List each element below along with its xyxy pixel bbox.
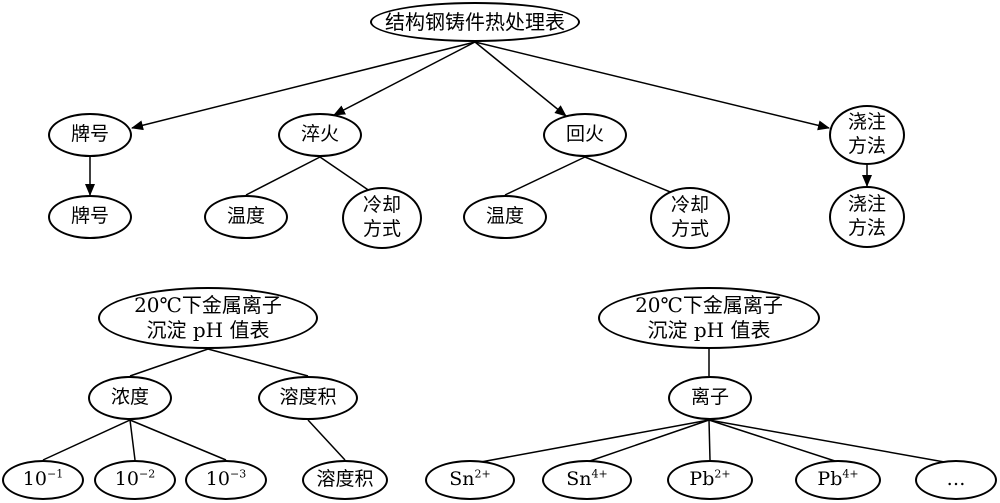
edge-root-paihao <box>131 41 476 131</box>
t1-huihuo-lengque-label-2: 方式 <box>670 218 709 240</box>
t2-rongduji-child-node: 溶度积 <box>302 460 388 500</box>
edge-t2-root-nongdu <box>129 348 209 377</box>
t3-pb2-charge: 2+ <box>714 467 731 481</box>
t1-cuihuo-node: 淬火 <box>278 113 362 157</box>
t1-cuihuo-wendu-label: 温度 <box>226 205 265 228</box>
t2-nongdu-node: 浓度 <box>88 376 172 420</box>
t3-sn2-charge: 2+ <box>474 467 491 481</box>
edge-nongdu-c3 <box>129 419 227 461</box>
t2-conc-1e-1-exp: −1 <box>46 467 64 481</box>
t3-root-node: 20℃下金属离子 沉淀 pH 值表 <box>598 287 820 349</box>
t3-sn2-node: Sn2+ <box>425 460 515 500</box>
t3-more-label: … <box>946 468 966 491</box>
t1-cuihuo-lengque-label-2: 方式 <box>362 218 401 240</box>
t1-paihao-label: 牌号 <box>70 123 109 146</box>
t2-conc-1e-2-node: 10−2 <box>94 460 176 500</box>
t1-paihao-child-node: 牌号 <box>48 195 132 239</box>
t1-jiaozhu-child-label-1: 浇注 <box>847 193 886 216</box>
edge-lizi-pb2 <box>708 419 711 461</box>
t3-pb4-charge: 4+ <box>842 467 859 481</box>
edge-lizi-sn2 <box>469 419 710 465</box>
edge-nongdu-c1 <box>42 419 131 461</box>
t2-nongdu-label: 浓度 <box>110 386 149 409</box>
edge-t2-root-rongduji <box>207 348 309 377</box>
t2-root-node: 20℃下金属离子 沉淀 pH 值表 <box>98 287 318 349</box>
t1-cuihuo-label: 淬火 <box>300 123 339 146</box>
t1-huihuo-label: 回火 <box>565 123 604 146</box>
edge-nongdu-c2 <box>129 419 136 461</box>
t3-pb4-node: Pb4+ <box>795 460 881 500</box>
edge-lizi-sn4 <box>586 419 710 463</box>
t1-jiaozhu-label-1: 浇注 <box>847 111 886 134</box>
t2-conc-1e-2-exp: −2 <box>138 467 156 481</box>
t2-conc-1e-1-node: 10−1 <box>2 460 84 500</box>
t2-conc-1e-3-node: 10−3 <box>185 460 267 500</box>
t1-jiaozhu-node: 浇注 方法 <box>829 105 905 165</box>
t2-rongduji-label: 溶度积 <box>279 386 337 409</box>
edge-root-jiaozhu <box>474 41 830 131</box>
edge-lizi-more <box>708 419 951 464</box>
t3-more-node: … <box>915 460 997 500</box>
t3-pb4-base: Pb <box>817 468 843 491</box>
t3-sn4-charge: 4+ <box>591 467 608 481</box>
t2-rongduji-node: 溶度积 <box>258 376 358 420</box>
t3-root-label-1: 20℃下金属离子 <box>635 293 783 317</box>
t2-root-label-2: 沉淀 pH 值表 <box>146 318 270 342</box>
t2-conc-1e-3-base: 10 <box>205 468 230 491</box>
t1-huihuo-lengque-label-1: 冷却 <box>670 194 709 217</box>
t3-sn4-base: Sn <box>566 468 592 491</box>
t2-conc-1e-2-base: 10 <box>114 468 139 491</box>
t2-rongduji-child-label: 溶度积 <box>316 468 374 491</box>
t1-paihao-node: 牌号 <box>48 113 132 157</box>
t1-root-label: 结构钢铸件热处理表 <box>385 9 565 34</box>
t1-huihuo-wendu-label: 温度 <box>485 205 524 228</box>
t1-jiaozhu-child-label-2: 方法 <box>847 217 886 239</box>
t1-huihuo-node: 回火 <box>543 113 627 157</box>
t2-conc-1e-1-base: 10 <box>22 468 47 491</box>
edge-huihuo-wendu <box>504 156 586 196</box>
t1-paihao-child-label: 牌号 <box>70 205 109 228</box>
t2-root-label-1: 20℃下金属离子 <box>134 293 282 317</box>
t2-conc-1e-3-exp: −3 <box>229 467 247 481</box>
t1-cuihuo-lengque-node: 冷却 方式 <box>342 187 422 249</box>
t3-sn4-node: Sn4+ <box>542 460 632 500</box>
edge-root-cuihuo <box>333 41 476 116</box>
t3-root-label-2: 沉淀 pH 值表 <box>647 318 771 342</box>
edge-root-huihuo <box>474 41 567 117</box>
t1-cuihuo-lengque-label-1: 冷却 <box>362 194 401 217</box>
edge-rongduji-child <box>307 419 346 461</box>
t3-sn2-base: Sn <box>449 468 475 491</box>
t1-jiaozhu-label-2: 方法 <box>847 135 886 157</box>
t1-huihuo-lengque-node: 冷却 方式 <box>650 187 730 249</box>
t1-huihuo-wendu-node: 温度 <box>463 195 547 239</box>
edge-lizi-pb4 <box>708 419 839 463</box>
t3-lizi-label: 离子 <box>690 386 729 409</box>
t1-jiaozhu-child-node: 浇注 方法 <box>829 186 905 248</box>
t3-lizi-node: 离子 <box>668 376 752 420</box>
t3-pb2-node: Pb2+ <box>667 460 753 500</box>
t1-cuihuo-wendu-node: 温度 <box>204 195 288 239</box>
t1-root-node: 结构钢铸件热处理表 <box>370 2 580 42</box>
t3-pb2-base: Pb <box>689 468 715 491</box>
edge-cuihuo-wendu <box>245 156 321 196</box>
